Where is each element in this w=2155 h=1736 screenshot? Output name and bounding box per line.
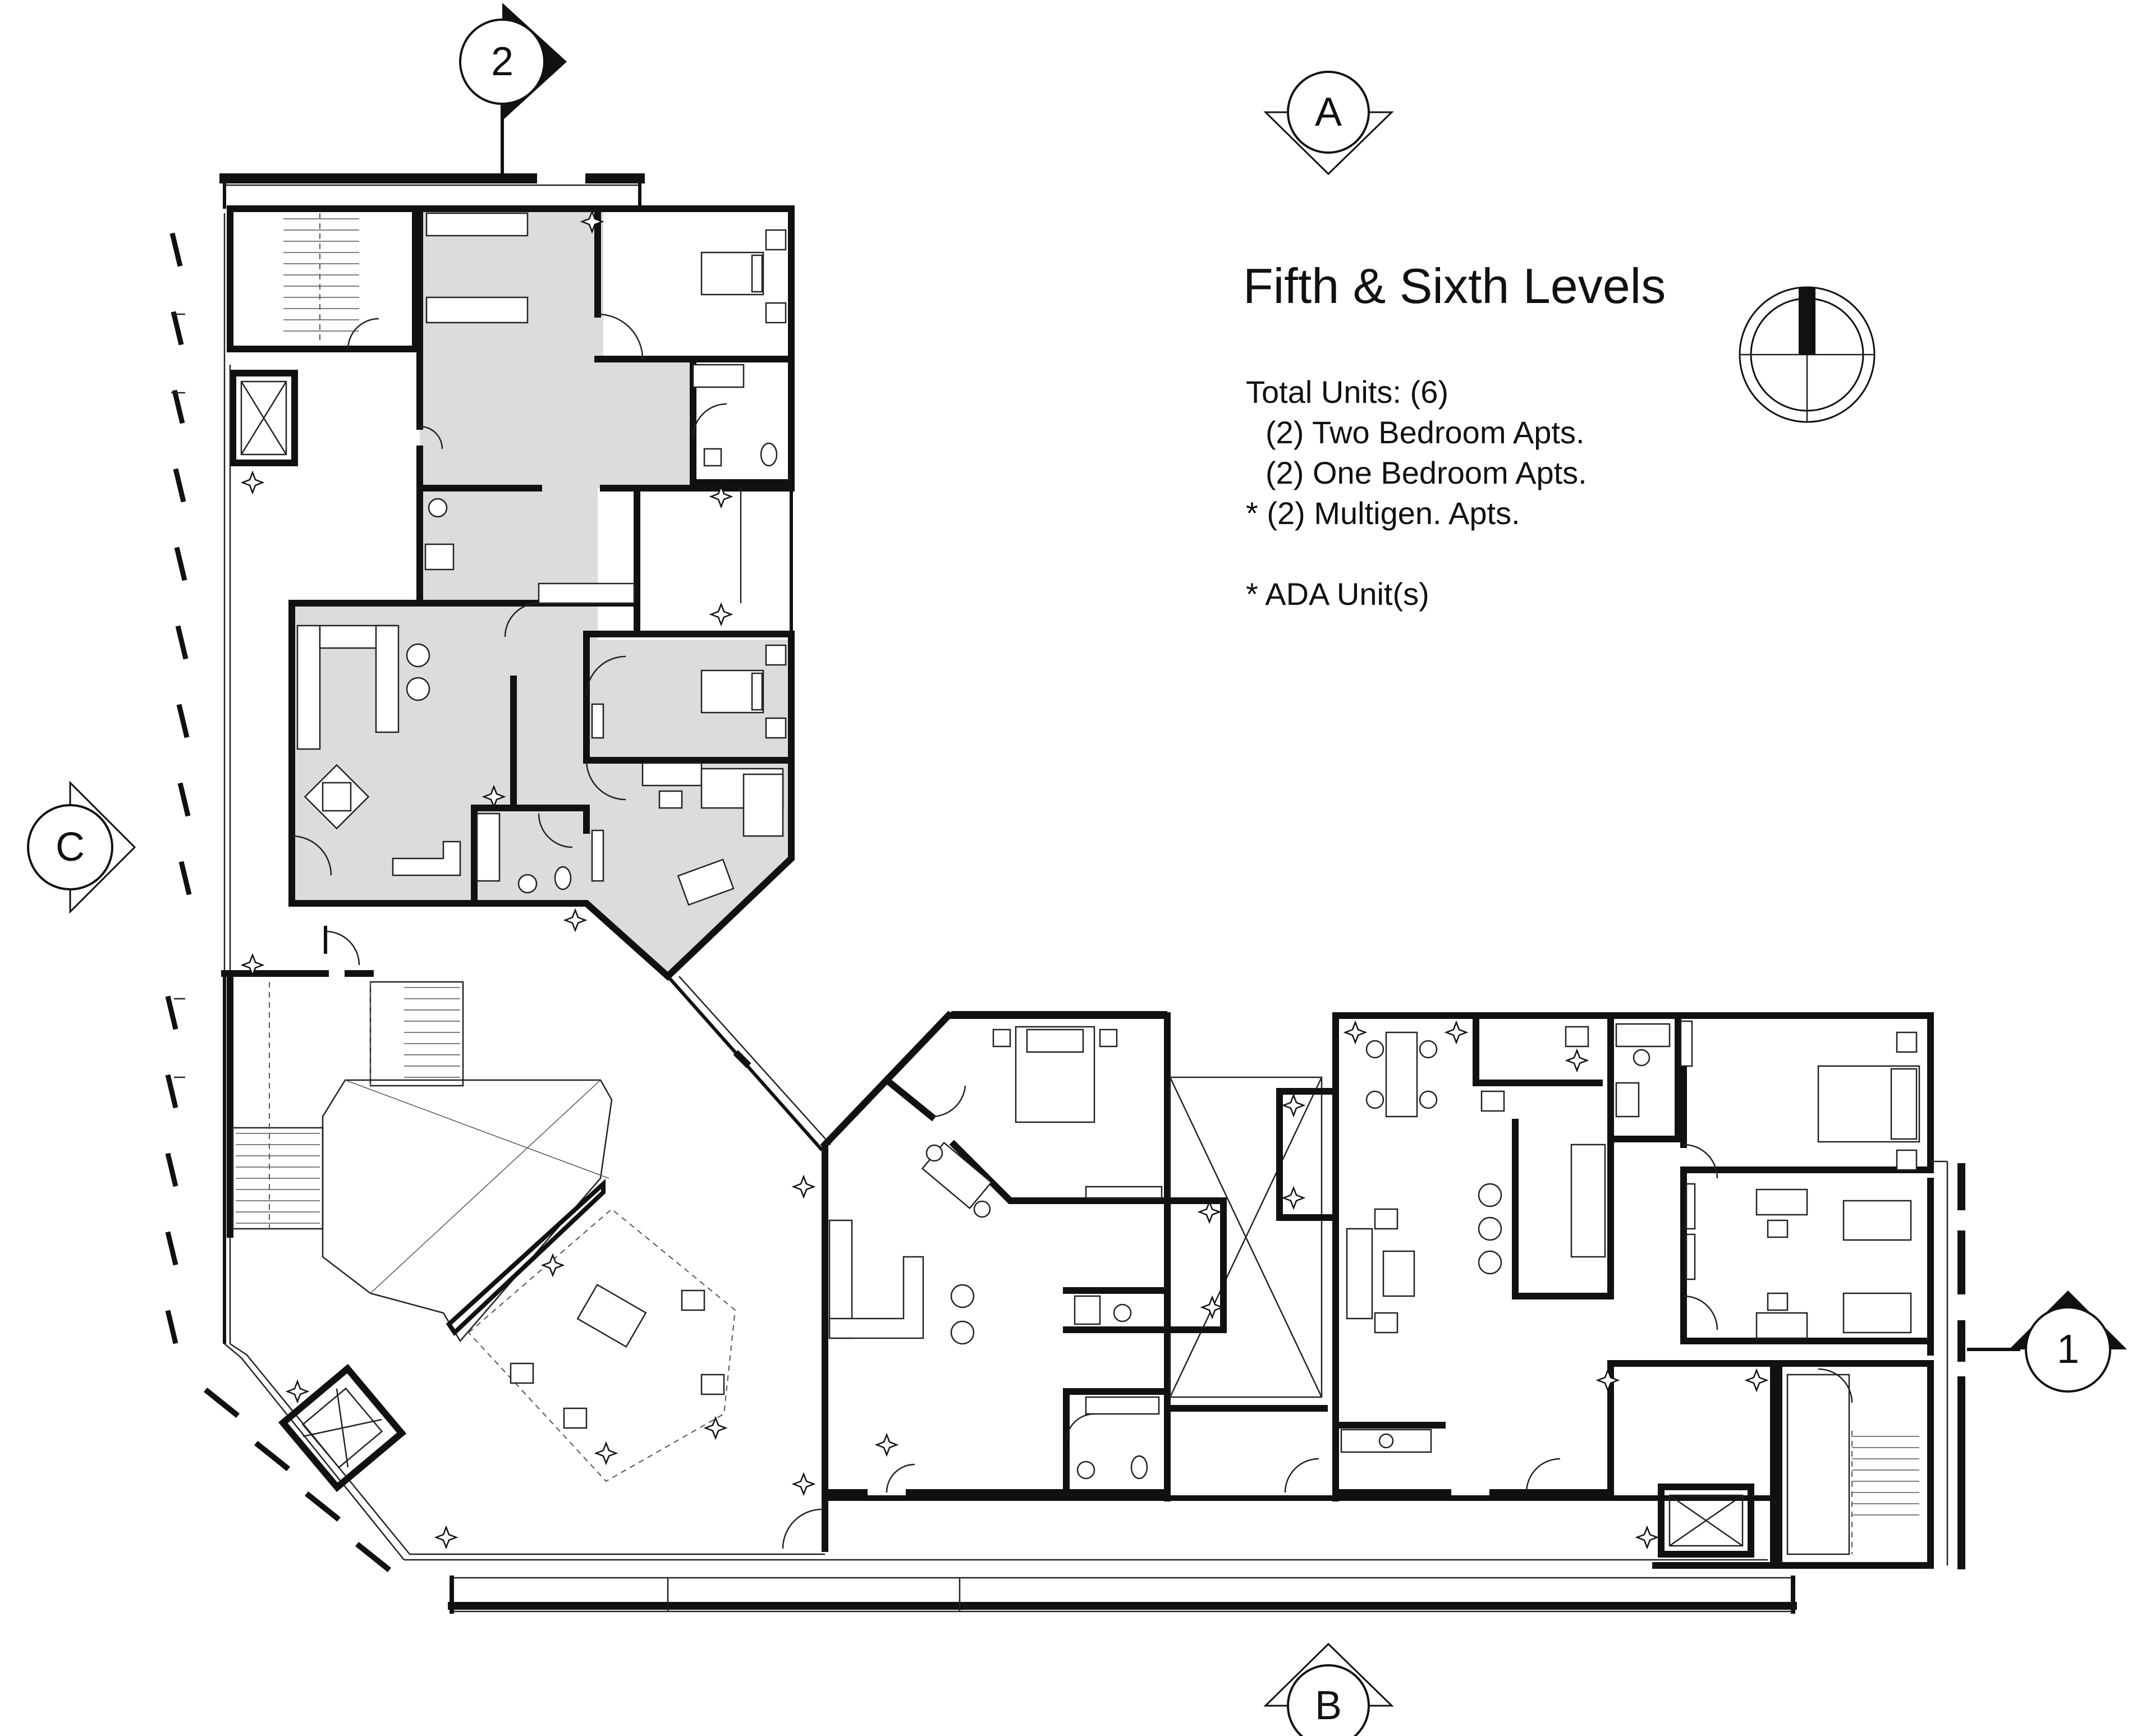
section-marker-a: A	[1263, 71, 1394, 176]
ceiling-fan-icon	[1635, 1525, 1659, 1550]
section-marker-1: 1	[1967, 1290, 2127, 1393]
ceiling-fan-icon	[703, 1416, 728, 1440]
ceiling-fan-icon	[1744, 1368, 1769, 1393]
drawing-title: Fifth & Sixth Levels	[1243, 258, 1666, 314]
ceiling-fan-icon	[240, 470, 265, 495]
ceiling-fan-icon	[482, 784, 506, 809]
drawing-legend: Fifth & Sixth Levels Total Units: (6) (2…	[1243, 258, 1666, 612]
ada-note-text: * ADA Unit(s)	[1246, 576, 1429, 612]
southeast-core	[1652, 1360, 1934, 1569]
ceiling-fan-icon	[1595, 1368, 1620, 1393]
east-central-unit	[1332, 1012, 1614, 1496]
multigen-unit-doors	[291, 313, 727, 966]
multigen-text: * (2) Multigen. Apts.	[1246, 495, 1520, 531]
section-marker-c: C	[27, 780, 136, 914]
ceiling-fan-icon	[1343, 1020, 1368, 1045]
northwest-elevator	[230, 370, 298, 466]
ceiling-fan-icon	[1565, 1048, 1589, 1073]
ceiling-fan-icons	[240, 209, 1769, 1550]
north-arrow-icon	[1739, 286, 1876, 423]
ceiling-fan-icon	[791, 1472, 816, 1496]
ceiling-fan-icon	[285, 1379, 310, 1404]
ceiling-fan-icon	[1200, 1295, 1225, 1320]
central-core	[1164, 1012, 1339, 1501]
marker-c-label: C	[56, 825, 85, 870]
central-unit	[820, 1011, 1171, 1496]
ceiling-fan-icon	[1444, 1020, 1469, 1045]
south-terrace-rail	[448, 1576, 1797, 1614]
marker-2-label: 2	[491, 39, 513, 84]
ceiling-fan-icon	[709, 602, 733, 627]
top-terrace-rail	[219, 173, 645, 209]
ceiling-fan-icon	[540, 1253, 565, 1278]
ceiling-fan-icon	[1197, 1200, 1222, 1224]
ceiling-fan-icon	[1281, 1186, 1306, 1210]
ceiling-fan-icon	[1281, 1093, 1306, 1118]
east-unit	[1607, 1012, 1965, 1569]
section-marker-b: B	[1263, 1642, 1394, 1736]
ceiling-fan-icon	[580, 209, 604, 234]
ceiling-fan-icon	[563, 908, 588, 933]
ceiling-fan-icon	[594, 1441, 618, 1466]
ceiling-fan-icon	[434, 1525, 458, 1550]
south-corridor	[404, 1147, 1776, 1561]
ceiling-fan-icon	[709, 484, 733, 509]
marker-b-label: B	[1315, 1683, 1342, 1728]
section-marker-2: 2	[459, 3, 567, 178]
marker-1-label: 1	[2057, 1327, 2079, 1372]
west-corridor	[221, 926, 374, 1344]
marker-a-label: A	[1315, 90, 1342, 135]
total-units-text: Total Units: (6)	[1246, 374, 1448, 410]
common-lounge	[232, 975, 831, 1492]
ceiling-fan-icon	[791, 1174, 816, 1199]
ceiling-fan-icon	[874, 1432, 899, 1457]
two-bedroom-text: (2) Two Bedroom Apts.	[1266, 415, 1585, 450]
multigen-unit-walls	[288, 205, 795, 981]
one-bedroom-text: (2) One Bedroom Apts.	[1266, 455, 1587, 490]
northwest-stair	[227, 205, 419, 352]
ceiling-fan-icon	[240, 953, 265, 977]
